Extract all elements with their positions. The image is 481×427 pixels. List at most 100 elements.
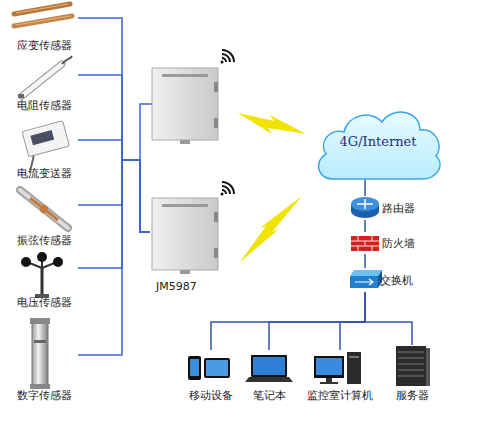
connector-line — [365, 292, 412, 345]
vibrating-wire-sensor-icon — [20, 190, 68, 228]
data-logger-upper-part — [152, 68, 218, 140]
router-node: 路由器 — [352, 196, 424, 220]
mobile-device-icon-part — [204, 358, 230, 378]
node-label: 笔记本 — [244, 389, 294, 402]
voltage-sensor-icon-part — [37, 252, 47, 262]
lightning-bolt — [238, 113, 306, 134]
mobile-device-icon-part — [206, 360, 228, 376]
lightning-bolt-part — [240, 196, 302, 262]
data-logger-lower-part — [152, 198, 218, 270]
wifi-icon — [221, 182, 235, 196]
digital-sensor-icon-part — [34, 340, 46, 343]
node-label: 防火墙 — [382, 237, 415, 250]
monitoring-computer-icon-part — [326, 378, 332, 382]
sensor-node: 振弦传感器 — [10, 186, 78, 247]
node-label: 交换机 — [380, 274, 413, 287]
node-label: 电阻传感器 — [10, 99, 78, 112]
connector-line — [78, 160, 150, 268]
data-logger-upper — [152, 68, 218, 144]
laptop-icon-part — [245, 377, 293, 382]
current-transmitter-icon — [19, 121, 73, 173]
endpoint-node: 笔记本 — [244, 350, 294, 402]
server-icon-part — [396, 346, 426, 386]
data-logger-upper-part — [214, 118, 218, 128]
connector-line — [78, 18, 150, 232]
digital-sensor-icon-part — [32, 320, 48, 388]
strain-sensor-icon-part — [16, 4, 68, 13]
data-logger-lower-part — [162, 204, 208, 207]
endpoint-node: 服务器 — [386, 345, 438, 402]
voltage-sensor-icon-part — [41, 268, 44, 296]
lightning-bolt — [240, 196, 302, 262]
monitoring-computer-icon-part — [349, 356, 359, 358]
server-icon-part — [426, 348, 430, 386]
wifi-icon-part — [221, 193, 224, 196]
data-logger-node: JM5987 — [150, 195, 225, 293]
node-label: JM5987 — [156, 280, 197, 293]
sensor-node: 电流变送器 — [10, 118, 78, 180]
connector-line — [78, 140, 150, 232]
resistor-sensor-icon-part — [18, 94, 24, 98]
connector-line — [364, 220, 366, 232]
strain-sensor-icon — [14, 4, 72, 26]
sensor-node: 数字传感器 — [10, 318, 78, 402]
connector-line — [78, 160, 150, 232]
switch-icon — [350, 270, 382, 288]
node-label: 服务器 — [386, 389, 438, 402]
node-label: 电压传感器 — [10, 296, 78, 309]
node-label: 路由器 — [382, 202, 415, 215]
strain-sensor-icon-part — [14, 16, 72, 26]
data-logger-lower-part — [214, 212, 218, 222]
mobile-device-icon-part — [188, 356, 201, 380]
sensor-node: 电阻传感器 — [10, 56, 78, 112]
strain-sensor-icon-part — [16, 16, 70, 25]
connector-line — [269, 292, 365, 350]
digital-sensor-icon — [30, 318, 50, 389]
connector-line — [78, 75, 150, 232]
resistor-sensor-icon-part — [22, 64, 62, 96]
node-label: 4G/Internet — [312, 135, 444, 148]
node-label: 移动设备 — [182, 389, 240, 402]
laptop-icon — [245, 355, 293, 382]
node-label: 振弦传感器 — [10, 234, 78, 247]
data-logger-upper-part — [162, 74, 208, 77]
wifi-icon-part — [222, 54, 230, 62]
bus-branch-line-part — [140, 104, 152, 160]
router-icon-part — [351, 197, 379, 211]
connector-line — [340, 292, 365, 350]
mobile-device-icon — [188, 356, 230, 380]
monitoring-computer-icon-part — [320, 382, 338, 384]
voltage-sensor-icon-part — [21, 257, 31, 267]
connector-line — [78, 160, 150, 355]
connector-line — [364, 180, 366, 196]
connector-line — [211, 292, 365, 350]
voltage-sensor-icon — [21, 252, 63, 298]
node-label: 电流变送器 — [10, 167, 78, 180]
switch-node: 交换机 — [350, 268, 424, 292]
server-icon — [396, 346, 430, 386]
current-transmitter-icon-part — [22, 121, 69, 157]
resistor-sensor-icon-part — [22, 64, 62, 96]
firewall-icon-part — [351, 236, 379, 251]
monitoring-computer-icon-part — [316, 358, 342, 375]
endpoint-node: 监控室计算机 — [300, 350, 380, 402]
sensor-node: 电压传感器 — [10, 252, 78, 309]
node-label: 应变传感器 — [10, 39, 78, 52]
data-logger-lower — [152, 198, 218, 274]
sensor-node: 应变传感器 — [10, 0, 78, 52]
strain-sensor-icon-part — [14, 4, 70, 14]
monitoring-computer-icon — [314, 352, 361, 384]
endpoint-node: 移动设备 — [182, 350, 240, 402]
data-logger-upper-part — [180, 140, 190, 144]
wifi-icon-part — [222, 182, 234, 194]
node-label: 监控室计算机 — [300, 389, 380, 402]
wifi-icon-part — [221, 61, 224, 64]
switch-icon-part — [350, 270, 382, 276]
lightning-bolt-part — [238, 113, 306, 134]
connector-line — [364, 254, 366, 268]
switch-icon-part — [355, 279, 373, 285]
resistor-sensor-icon-part — [62, 56, 72, 64]
vibrating-wire-sensor-icon-part — [20, 190, 68, 228]
wifi-icon-part — [222, 50, 234, 62]
